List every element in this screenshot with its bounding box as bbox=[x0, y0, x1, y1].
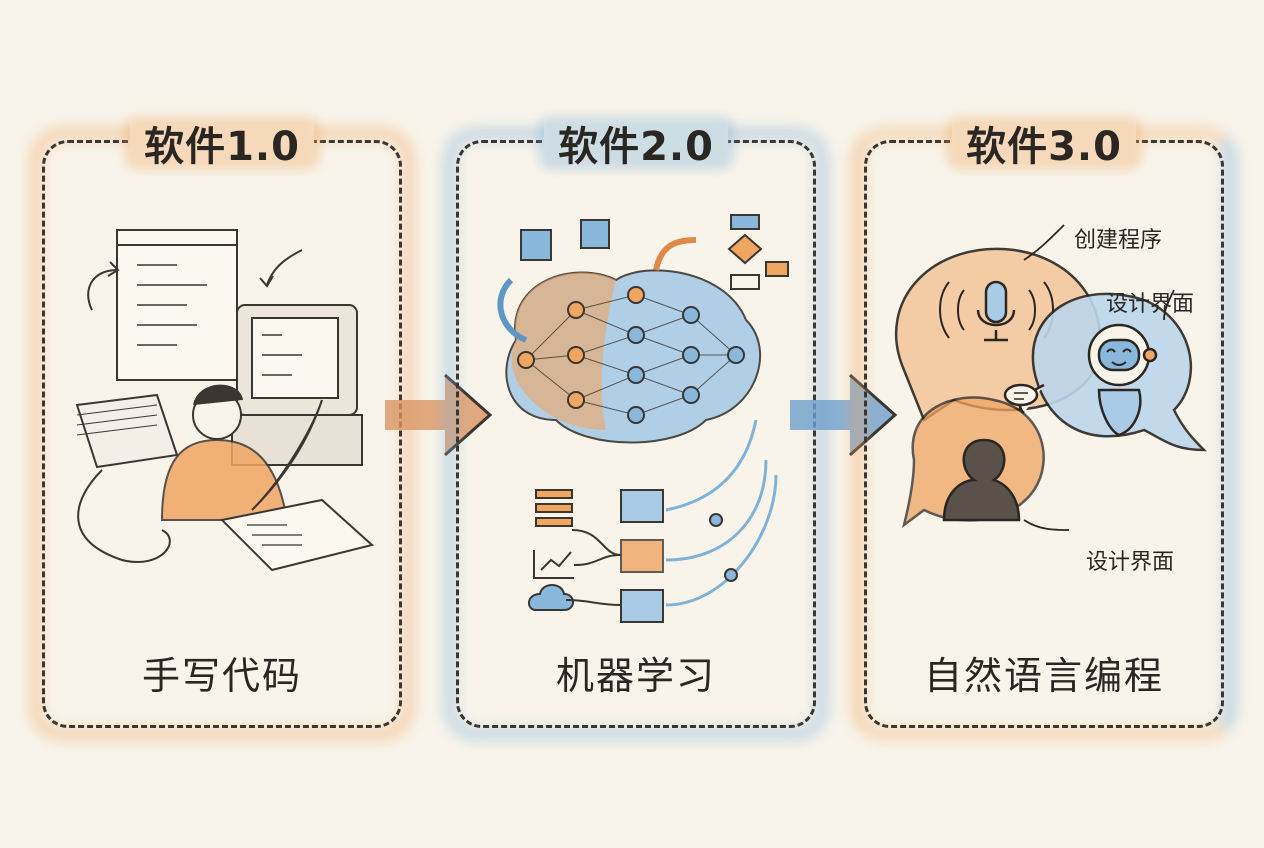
person-body bbox=[160, 438, 289, 521]
cable bbox=[77, 469, 171, 563]
panel-software-3: 软件3.0 创建程序 设计界面 设计界面 自然语言编程 bbox=[850, 114, 1238, 742]
chart-icon bbox=[533, 550, 574, 579]
natural-language-illustration bbox=[894, 224, 1208, 531]
data-cube-icon bbox=[520, 229, 552, 261]
person-silhouette bbox=[942, 438, 1021, 522]
chat-icon bbox=[1003, 383, 1039, 407]
panel-title: 软件2.0 bbox=[538, 114, 734, 172]
panel-software-1: 软件1.0 手写代码 bbox=[28, 114, 416, 742]
bubble-label-design-ui-bottom: 设计界面 bbox=[1086, 550, 1175, 575]
panel-software-2: 软件2.0 机器学习 bbox=[442, 114, 830, 742]
bubble-label-design-ui: 设计界面 bbox=[1106, 292, 1195, 317]
panel-title-text: 软件1.0 bbox=[144, 124, 300, 170]
microphone-icon bbox=[984, 280, 1008, 324]
list-icon bbox=[535, 489, 573, 499]
machine-learning-illustration bbox=[497, 214, 789, 623]
panel-title: 软件1.0 bbox=[124, 114, 320, 172]
folder-icon bbox=[620, 489, 664, 523]
cloud-upload-icon bbox=[528, 584, 574, 611]
panel-title-text: 软件2.0 bbox=[558, 124, 714, 170]
panel-label: 机器学习 bbox=[555, 654, 716, 698]
panel-label: 手写代码 bbox=[141, 654, 302, 698]
quill-pen-icon bbox=[251, 399, 323, 511]
watercolor-frame bbox=[28, 126, 416, 742]
panel-title: 软件3.0 bbox=[946, 114, 1142, 172]
curved-arrow-icon bbox=[87, 269, 118, 311]
panel-label: 自然语言编程 bbox=[923, 654, 1164, 698]
flowchart-icon bbox=[730, 214, 760, 230]
hand-coding-illustration bbox=[75, 229, 375, 572]
panel-title-text: 软件3.0 bbox=[966, 124, 1122, 170]
neural-network-nodes bbox=[517, 286, 645, 409]
arrow-right-icon bbox=[385, 373, 493, 457]
bubble-label-create-program: 创建程序 bbox=[1074, 228, 1163, 253]
paper-stack-icon bbox=[75, 393, 179, 469]
